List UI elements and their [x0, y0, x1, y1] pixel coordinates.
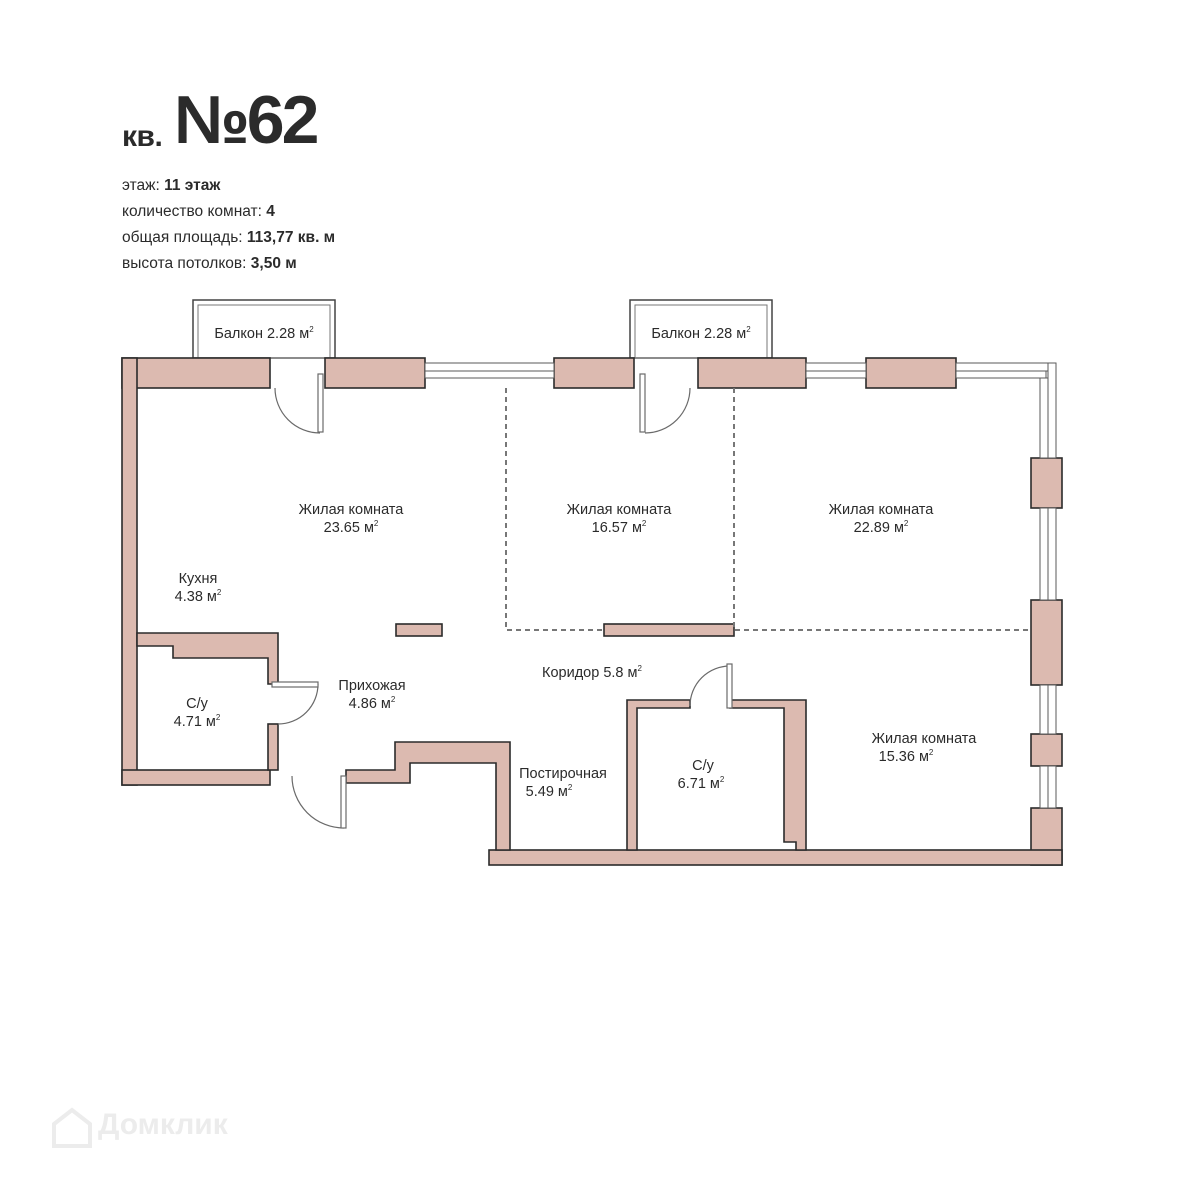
zone-line-1	[505, 388, 604, 631]
wall-top-3	[553, 357, 635, 389]
wall-bath1-right	[267, 723, 279, 771]
label-hall-name: Прихожая	[338, 678, 405, 694]
label-living-2-area: 16.57 м2	[592, 519, 647, 536]
window-1b	[424, 370, 555, 379]
label-living-1-name: Жилая комната	[299, 502, 405, 518]
label-living-1-area: 23.65 м2	[324, 519, 379, 536]
wall-left	[121, 357, 138, 786]
wall-bath2-right	[729, 699, 807, 851]
info-rooms: количество комнат: 4	[122, 203, 275, 220]
label-laundry-area: 5.49 м2	[526, 783, 573, 800]
watermark-house-icon	[52, 1107, 92, 1148]
window-6b	[1047, 684, 1057, 735]
window-6	[1039, 684, 1049, 735]
door-bath1-icon[interactable]	[271, 681, 319, 688]
label-living-3-area: 22.89 м2	[854, 519, 909, 536]
window-7	[1039, 765, 1049, 809]
window-3	[955, 362, 1057, 372]
label-living-4-name: Жилая комната	[872, 731, 978, 747]
wall-bath2-left	[626, 699, 691, 851]
wall-stub-2	[603, 623, 735, 637]
door-right-balcony-icon[interactable]	[639, 373, 646, 433]
window-5b	[1047, 507, 1057, 601]
label-bath-1-area: 4.71 м2	[174, 713, 221, 730]
window-3b	[955, 370, 1047, 379]
label-corridor: Коридор 5.8 м2	[542, 664, 642, 681]
label-laundry-name: Постирочная	[519, 766, 607, 782]
label-living-3-name: Жилая комната	[829, 502, 935, 518]
balcony-right	[629, 299, 773, 359]
wall-laundry	[345, 741, 511, 851]
door-left-balcony-arc	[274, 387, 321, 434]
label-living-2-name: Жилая комната	[567, 502, 673, 518]
info-ceiling: высота потолков: 3,50 м	[122, 255, 297, 272]
window-2b	[805, 370, 867, 379]
label-bath-2-area: 6.71 м2	[678, 775, 725, 792]
label-hall-area: 4.86 м2	[349, 695, 396, 712]
window-4	[1047, 362, 1057, 459]
wall-right-1	[1030, 457, 1063, 509]
door-entrance-icon[interactable]	[340, 775, 347, 829]
info-floor: этаж: 11 этаж	[122, 177, 221, 194]
door-bath1-arc	[277, 683, 319, 725]
info-area: общая площадь: 113,77 кв. м	[122, 229, 336, 246]
door-right-balcony-arc	[644, 387, 691, 434]
door-left-balcony-icon[interactable]	[317, 373, 324, 433]
window-1	[424, 362, 555, 372]
apartment-info: этаж: 11 этаж количество комнат: 4 общая…	[122, 173, 335, 277]
label-bath-1-name: С/у	[186, 696, 209, 712]
wall-top-4	[697, 357, 807, 389]
apartment-number: №62	[174, 82, 319, 158]
door-entrance-arc	[291, 775, 345, 829]
wall-bottom-left	[121, 769, 271, 786]
title-prefix: кв.	[122, 120, 163, 153]
balcony-left	[192, 299, 336, 359]
wall-right-2	[1030, 599, 1063, 686]
label-kitchen-name: Кухня	[179, 571, 218, 587]
wall-top-1	[121, 357, 271, 389]
wall-bottom-right	[488, 849, 1063, 866]
label-kitchen-area: 4.38 м2	[175, 588, 222, 605]
door-bath2-icon[interactable]	[726, 663, 733, 709]
door-bath2-arc	[689, 665, 731, 707]
wall-stub-1	[395, 623, 443, 637]
label-living-4-area: 15.36 м2	[879, 748, 934, 765]
wall-right-3	[1030, 733, 1063, 767]
label-balcony-left: Балкон 2.28 м2	[214, 325, 314, 342]
window-4b	[1039, 377, 1049, 459]
watermark: Домклик	[98, 1108, 228, 1141]
window-7b	[1047, 765, 1057, 809]
window-2	[805, 362, 867, 372]
wall-top-5	[865, 357, 957, 389]
wall-bath1-top	[136, 632, 279, 685]
wall-top-2	[324, 357, 426, 389]
label-balcony-right: Балкон 2.28 м2	[651, 325, 751, 342]
window-5	[1039, 507, 1049, 601]
label-bath-2-name: С/у	[692, 758, 715, 774]
